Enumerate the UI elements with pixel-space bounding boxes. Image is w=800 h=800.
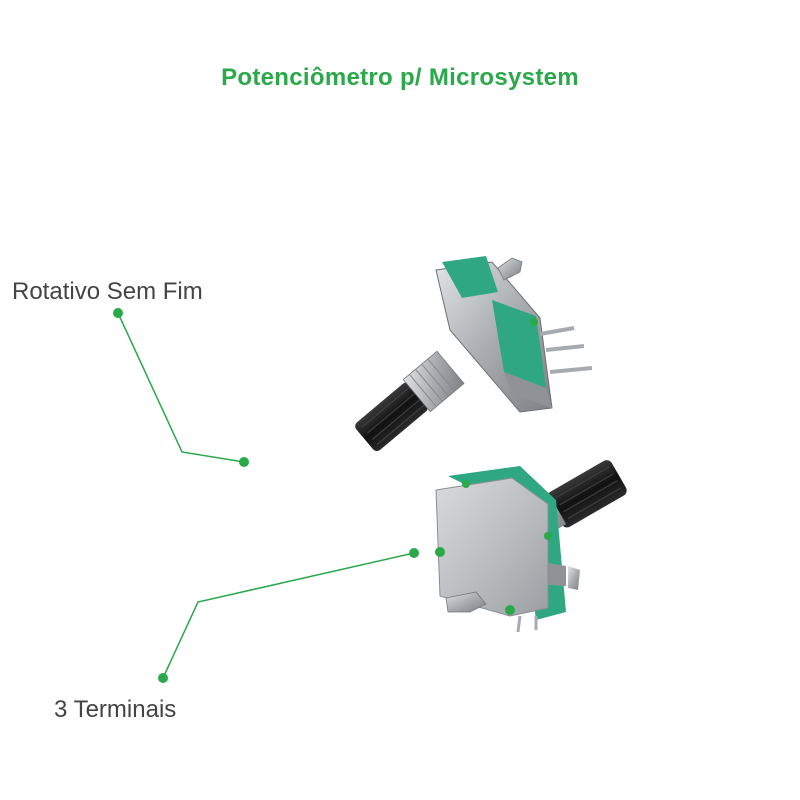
callout-label-terminais: 3 Terminais xyxy=(54,696,177,723)
potentiometer-bottom xyxy=(435,460,627,633)
callout-label-rotativo: Rotativo Sem Fim xyxy=(12,278,203,305)
callout-line-rotativo xyxy=(113,308,249,467)
page-title: Potenciômetro p/ Microsystem xyxy=(221,64,579,91)
potentiometer-top xyxy=(355,256,593,452)
callout-line-terminais xyxy=(158,548,419,683)
